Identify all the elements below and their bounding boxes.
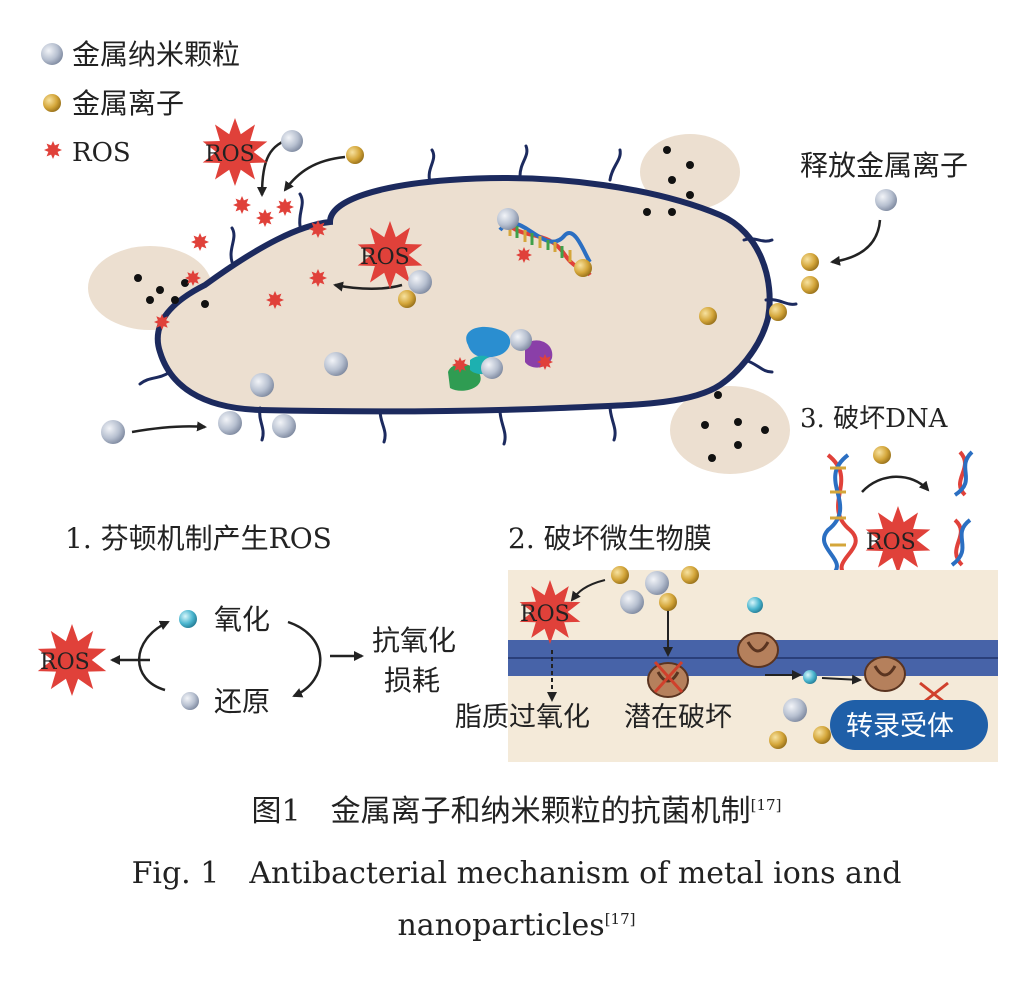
ros-label: ROS [360, 245, 410, 270]
arrow [821, 674, 862, 685]
mech2-title: 2. 破坏微生物膜 [508, 522, 712, 555]
legend-label: ROS [72, 138, 131, 168]
legend-item-nanoparticle: 金属纳米颗粒 [41, 38, 240, 71]
caption-en-line2: nanoparticles[17] [0, 908, 1033, 943]
ros-burst-icon [357, 221, 423, 289]
caption-cn-ref: [17] [750, 796, 782, 814]
ros-burst-cell: ROS [357, 221, 423, 289]
caption-en-line1: Fig. 1 Antibacterial mechanism of metal … [0, 848, 1033, 892]
ros-label: ROS [866, 530, 916, 555]
legend-item-ros: ROS [44, 138, 131, 168]
mechanism-dna-damage: 3. 破坏DNA ROS [800, 404, 974, 577]
mech1-title: 1. 芬顿机制产生ROS [65, 522, 332, 555]
metal-nanoparticle-icon [41, 43, 63, 65]
arrow [861, 475, 930, 493]
antioxidant-label-1: 抗氧化 [372, 624, 456, 657]
metal-ions [346, 146, 819, 325]
mechanism-membrane: 2. 破坏微生物膜 ROS [455, 522, 998, 762]
arrow [333, 281, 403, 292]
oxidized-ion-icon [803, 670, 817, 684]
bacterium-cell: ROS ROS [88, 118, 968, 474]
leak-region-bottom-right [670, 386, 790, 474]
ros-label: ROS [40, 650, 90, 675]
caption-en-ref: [17] [604, 910, 636, 928]
ros-particle [309, 220, 327, 238]
ros-particle [191, 233, 209, 251]
metal-ions [611, 566, 831, 749]
membrane-protein-icon [864, 656, 906, 692]
intact-dna-icon [822, 453, 858, 577]
metal-ion-icon [873, 446, 891, 464]
ros-particle [233, 196, 251, 214]
metal-ion-icon [43, 94, 61, 112]
leaked-cell-content [134, 146, 769, 462]
legend: 金属纳米颗粒 金属离子 ROS [41, 38, 240, 168]
legend-item-metal-ion: 金属离子 [43, 87, 184, 120]
ros-particle [276, 198, 294, 216]
broken-dna-icon [950, 450, 974, 567]
mech3-title: 3. 破坏DNA [800, 404, 949, 434]
metal-nanoparticles [101, 130, 897, 444]
arrow [287, 620, 322, 698]
ros-particle [185, 270, 201, 286]
ros-particle [256, 209, 274, 227]
arrow [570, 579, 606, 602]
arrow [131, 421, 207, 434]
oxidized-ion-icon [179, 610, 197, 628]
ros-burst-icon [865, 506, 931, 574]
ros-particle [266, 291, 284, 309]
ros-particles [154, 196, 553, 373]
arrow [283, 155, 346, 192]
caption-cn: 图1 金属离子和纳米颗粒的抗菌机制[17] [0, 786, 1033, 830]
caption-cn-title: 图1 金属离子和纳米颗粒的抗菌机制 [251, 794, 751, 829]
ros-particle [154, 314, 170, 330]
antioxidant-label-2: 损耗 [384, 664, 440, 697]
caption-en-text1: Fig. 1 Antibacterial mechanism of metal … [131, 856, 902, 891]
cell-body [154, 175, 773, 415]
lipid-peroxidation-label: 脂质过氧化 [455, 702, 590, 733]
ros-label: ROS [205, 142, 255, 167]
ros-particle [537, 354, 553, 370]
ros-burst-top: ROS [202, 118, 268, 186]
arrow [137, 620, 170, 692]
release-ions-label: 释放金属离子 [800, 149, 968, 182]
ros-burst-icon [202, 118, 268, 186]
arrow [830, 219, 882, 266]
ros-particle [309, 269, 327, 287]
mechanism-fenton: 1. 芬顿机制产生ROS ROS 氧化 还原 抗氧化 损耗 [37, 522, 456, 718]
potential-damage-label: 潜在破坏 [624, 702, 732, 733]
legend-label: 金属离子 [72, 87, 184, 120]
ros-burst-icon [519, 580, 581, 644]
cell-flagella [138, 144, 798, 446]
reduced-ion-icon [181, 692, 199, 710]
ros-burst-icon [37, 624, 107, 696]
reduction-label: 还原 [214, 685, 270, 718]
ros-icon [44, 141, 62, 159]
protein-cluster-icon [448, 326, 553, 391]
membrane-protein-icon [737, 632, 779, 668]
metal-nanoparticles [620, 571, 807, 722]
caption-en-text2: nanoparticles [397, 908, 605, 943]
ros-particle [452, 357, 468, 373]
transcription-receptor-badge [830, 700, 988, 750]
legend-label: 金属纳米颗粒 [72, 38, 240, 71]
oxidized-ion-icon [747, 597, 763, 613]
oxidation-label: 氧化 [214, 603, 270, 636]
ros-label: ROS [520, 602, 570, 627]
ros-particle [516, 247, 532, 263]
transcription-receptor-label: 转录受体 [846, 711, 954, 742]
